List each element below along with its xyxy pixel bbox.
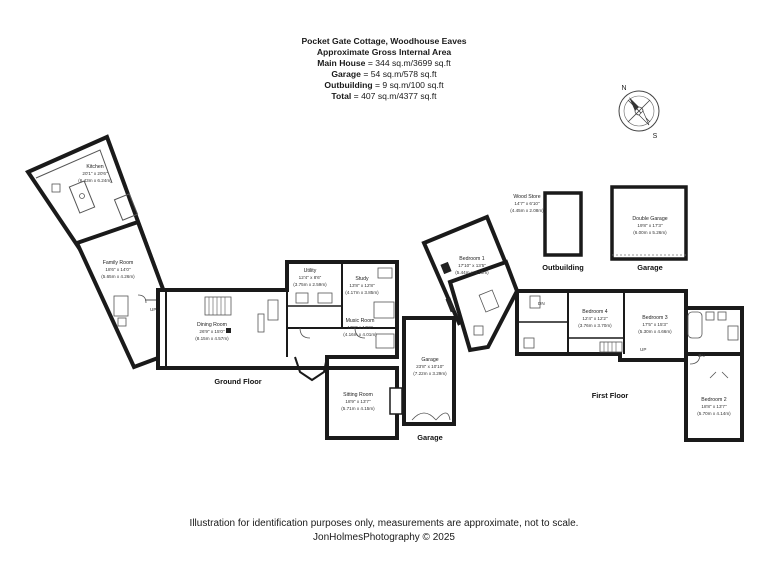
- room-woodstore-dim-metric: (4.45m x 2.08m): [510, 208, 544, 213]
- room-utility-dim-metric: (3.75m x 2.59m): [293, 282, 327, 287]
- room-bed2-dim-metric: (5.70m x 4.14m): [697, 411, 731, 416]
- compass-south-label: S: [653, 133, 658, 140]
- room-double-garage-name: Double Garage: [632, 216, 667, 222]
- room-bed3-dim-metric: (5.30m x 4.66m): [638, 329, 672, 334]
- room-sitting-dim-imperial: 18'9" x 13'7": [345, 399, 371, 404]
- room-double-garage-dim-metric: (6.00m x 5.26m): [633, 230, 667, 235]
- dn-mark-first-right: DN: [698, 353, 705, 358]
- room-dining-dim-metric: (8.15m x 4.57m): [195, 336, 229, 341]
- bedroom-2-outline: [684, 352, 744, 442]
- compass-north-label: N: [621, 85, 626, 92]
- ground-floor-label: Ground Floor: [214, 377, 261, 386]
- double-garage-floor-label: Garage: [637, 263, 662, 272]
- room-bed1-dim-imperial: 17'10" x 13'5": [458, 263, 486, 268]
- room-bed2-name: Bedroom 2: [701, 397, 726, 403]
- room-music-name: Music Room: [346, 318, 375, 324]
- sitting-room-outline: [325, 366, 399, 440]
- room-utility-name: Utility: [304, 268, 317, 274]
- disclaimer-text: Illustration for identification purposes…: [189, 518, 579, 529]
- garage-floor-label: Garage: [417, 433, 442, 442]
- room-woodstore-dim-imperial: 14'7" x 6'10": [514, 201, 540, 206]
- plan-subtitle: Approximate Gross Internal Area: [316, 47, 452, 57]
- room-sitting-name: Sitting Room: [343, 392, 373, 398]
- double-garage-outline: [610, 185, 688, 261]
- room-study-name: Study: [355, 276, 369, 282]
- up-mark-first: UP: [640, 347, 646, 352]
- room-bed2-dim-imperial: 18'8" x 13'7": [701, 404, 727, 409]
- garage-outline: [402, 316, 456, 426]
- room-bed3-dim-imperial: 17'5" x 15'3": [642, 322, 668, 327]
- room-kitchen-dim-imperial: 20'1" x 20'6": [82, 171, 108, 176]
- first-floor-label: First Floor: [592, 391, 629, 400]
- room-sitting-dim-metric: (5.71m x 4.15m): [341, 406, 375, 411]
- ground-main-outline: [156, 260, 399, 370]
- room-music-dim-metric: (4.16m x 4.01m): [343, 332, 377, 337]
- room-garage-name: Garage: [421, 357, 438, 363]
- first-main-outline: [515, 289, 688, 362]
- area-garage: Garage = 54 sq.m/578 sq.ft: [331, 69, 437, 79]
- room-music-dim-imperial: 13'8" x 13'2": [347, 325, 373, 330]
- area-main-house: Main House = 344 sq.m/3699 sq.ft: [317, 58, 451, 68]
- room-garage-dim-imperial: 23'8" x 10'10": [416, 364, 444, 369]
- up-mark-ground: UP: [150, 307, 156, 312]
- room-study-dim-imperial: 13'8" x 12'8": [349, 283, 375, 288]
- room-kitchen-dim-metric: (6.43m x 6.24m): [78, 178, 112, 183]
- room-bed1-dim-metric: (5.44m x 4.10m): [455, 270, 489, 275]
- room-dining-dim-imperial: 26'9" x 15'0": [199, 329, 225, 334]
- room-bed4-name: Bedroom 4: [582, 309, 607, 315]
- dn-mark-first-left: DN: [538, 301, 545, 306]
- area-outbuilding: Outbuilding = 9 sq.m/100 sq.ft: [324, 80, 444, 90]
- compass-rose: [618, 90, 660, 132]
- plan-title: Pocket Gate Cottage, Woodhouse Eaves: [301, 36, 467, 46]
- wood-store-outline: [543, 191, 583, 257]
- outbuilding-label: Outbuilding: [542, 263, 584, 272]
- room-study-dim-metric: (4.17m x 3.85m): [345, 290, 379, 295]
- room-bed1-name: Bedroom 1: [459, 256, 484, 262]
- room-dining-name: Dining Room: [197, 322, 227, 328]
- room-utility-dim-imperial: 12'4" x 8'6": [299, 275, 322, 280]
- room-bed3-name: Bedroom 3: [642, 315, 667, 321]
- room-garage-dim-metric: (7.22m x 3.29m): [413, 371, 447, 376]
- credit-text: JonHolmesPhotography © 2025: [313, 532, 455, 543]
- room-woodstore-name: Wood Store: [513, 194, 540, 200]
- room-family-dim-imperial: 18'6" x 14'0": [105, 267, 131, 272]
- room-family-dim-metric: (5.65m x 4.26m): [101, 274, 135, 279]
- room-kitchen-name: Kitchen: [86, 164, 103, 170]
- room-double-garage-dim-imperial: 19'8" x 17'3": [637, 223, 663, 228]
- room-family-name: Family Room: [103, 260, 134, 266]
- room-bed4-dim-metric: (3.76m x 3.70m): [578, 323, 612, 328]
- room-bed4-dim-imperial: 12'4" x 12'2": [582, 316, 608, 321]
- family-room-outline: [74, 219, 169, 370]
- area-total: Total = 407 sq.m/4377 sq.ft: [331, 91, 437, 101]
